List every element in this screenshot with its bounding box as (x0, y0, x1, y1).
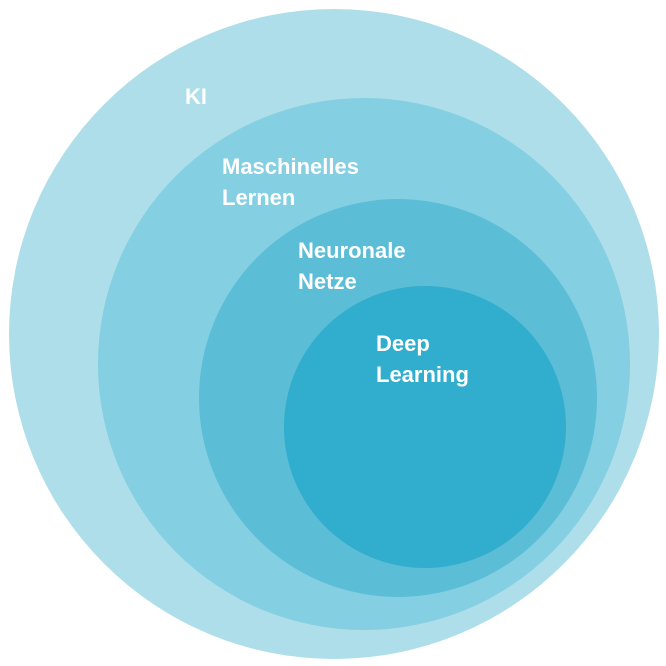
label-ki: KI (185, 84, 207, 109)
label-maschinelles-lernen-line2: Lernen (222, 185, 295, 210)
label-deep-learning-line1: Deep (376, 331, 430, 356)
label-maschinelles-lernen-line1: Maschinelles (222, 154, 359, 179)
circle-deep-learning (284, 286, 566, 568)
label-neuronale-netze-line2: Netze (298, 269, 357, 294)
label-deep-learning-line2: Learning (376, 362, 469, 387)
label-neuronale-netze-line1: Neuronale (298, 238, 406, 263)
